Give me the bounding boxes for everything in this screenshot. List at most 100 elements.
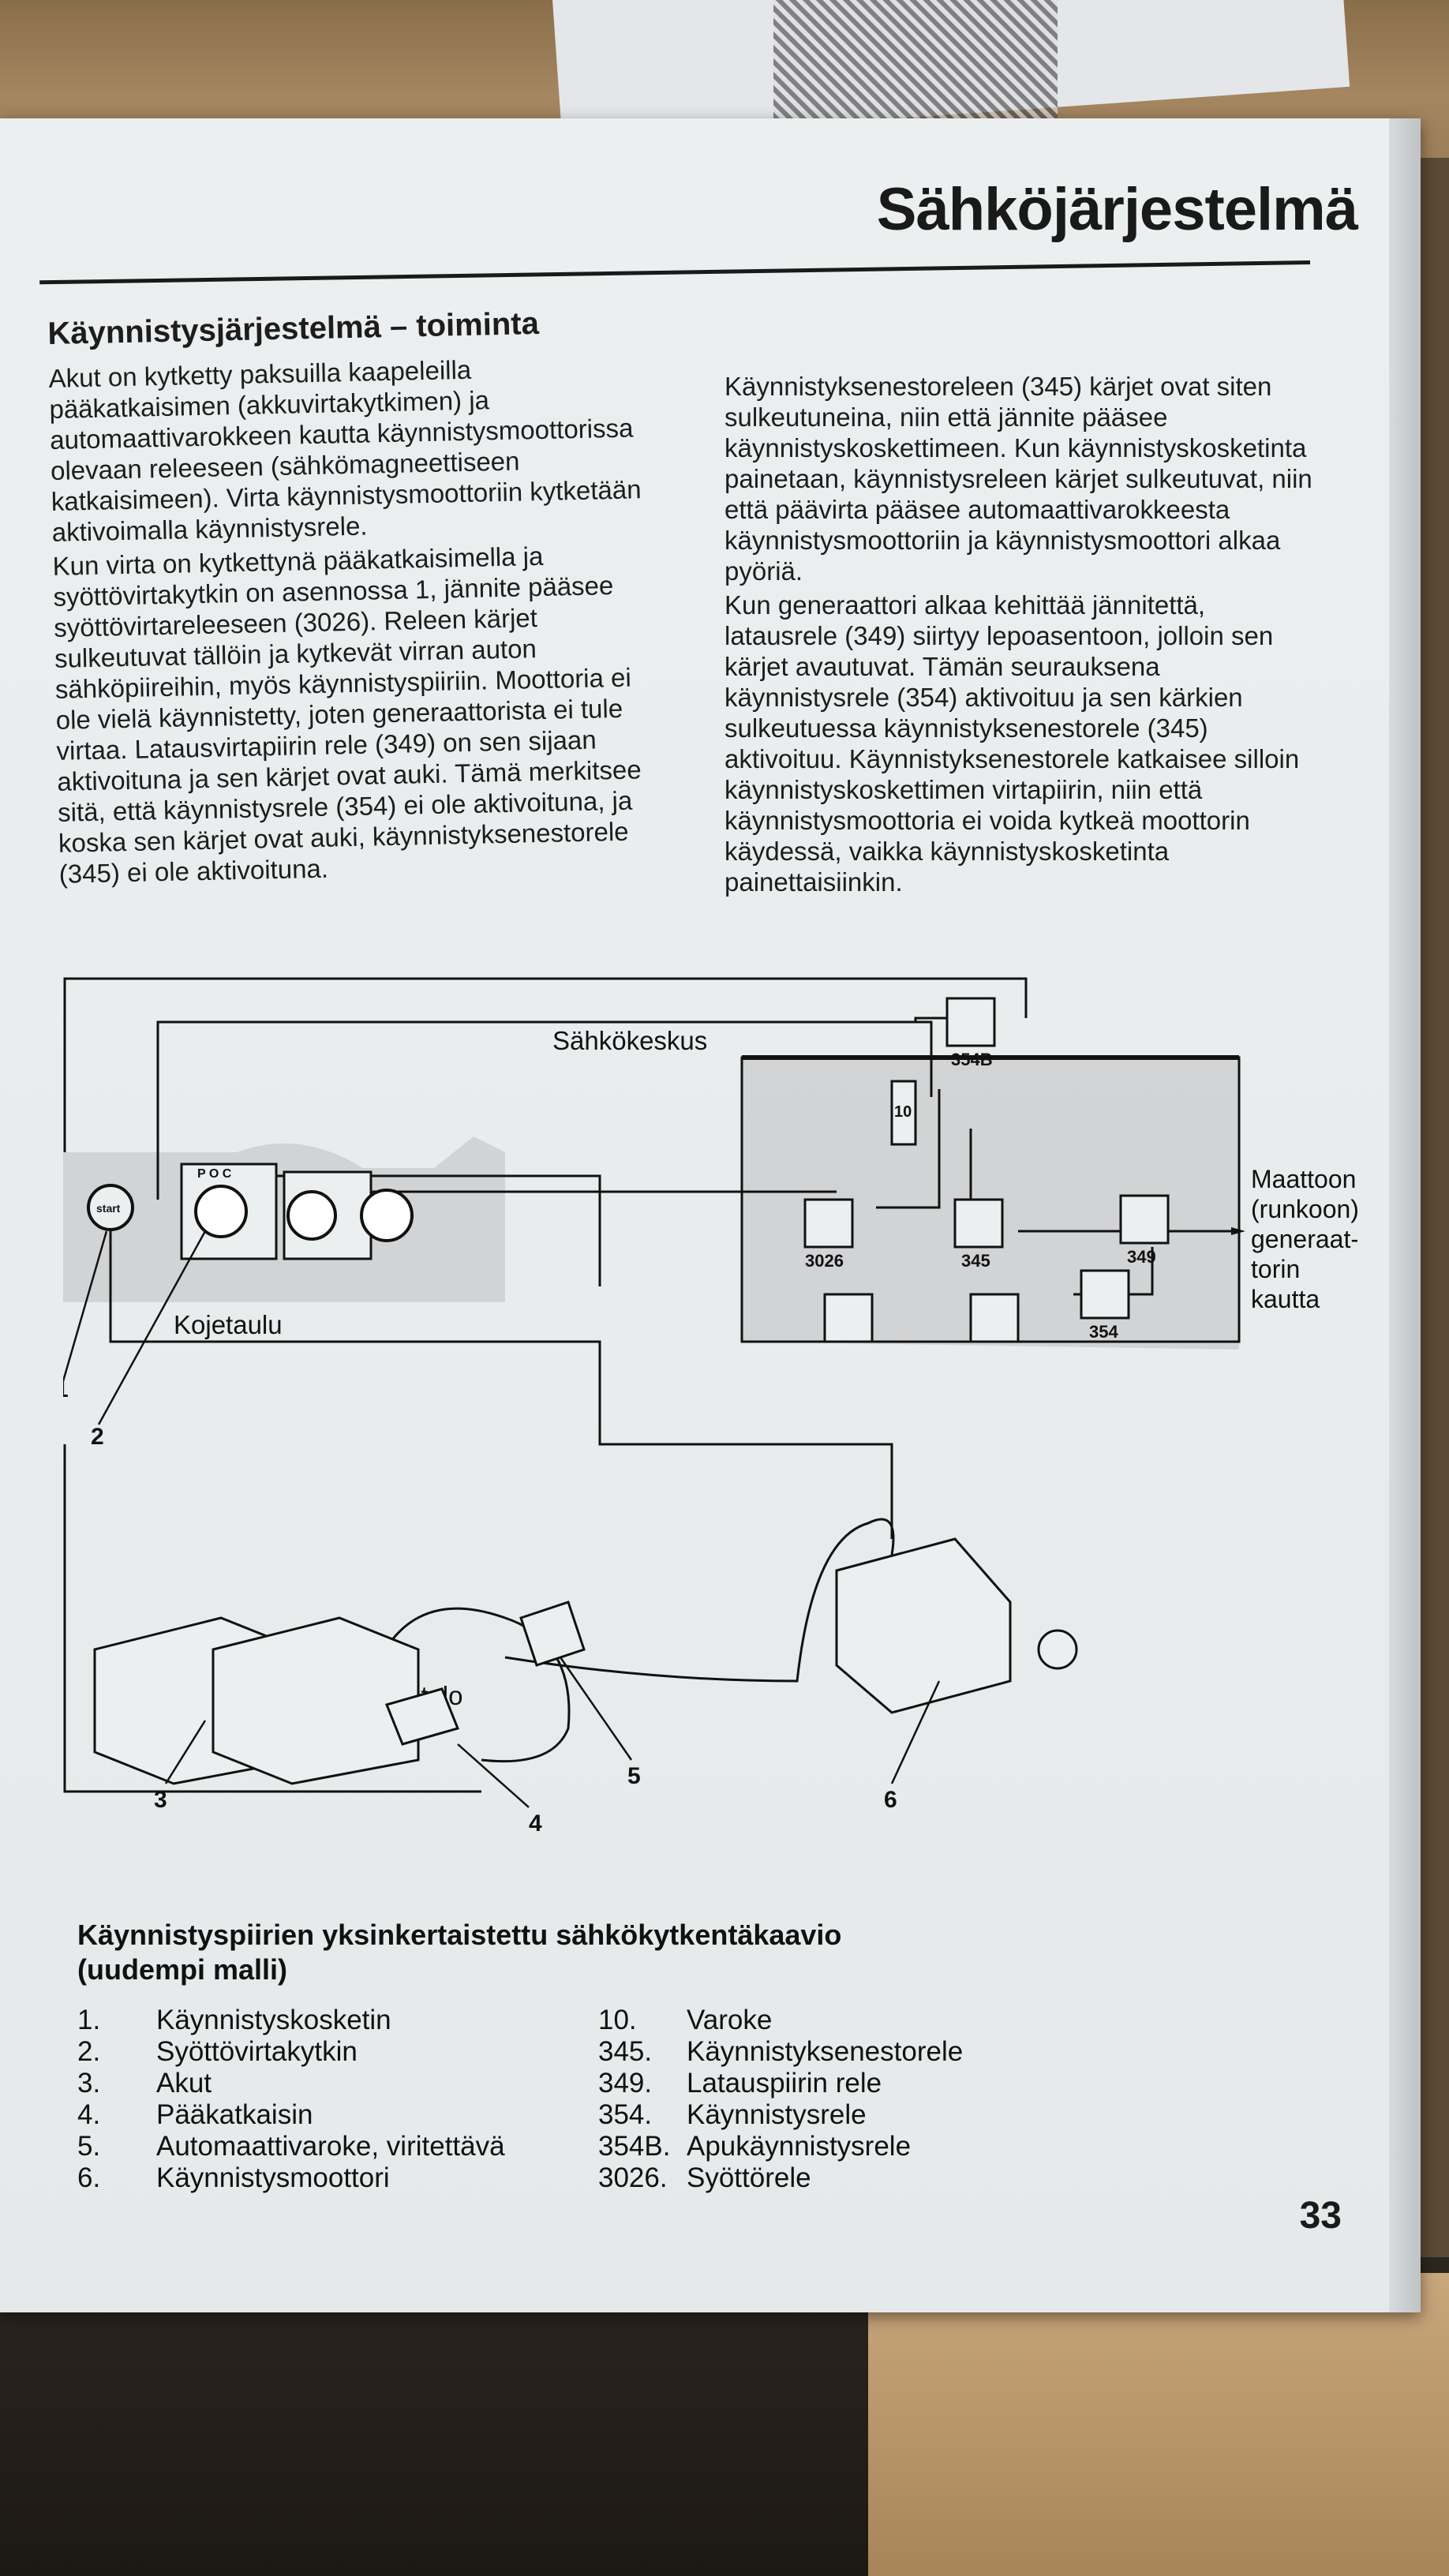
callout-1: 1 (63, 1376, 69, 1402)
wire-fuse (876, 1089, 941, 1209)
legend-item: 6. Käynnistysmoottori (77, 2162, 505, 2194)
callout-line-3 (164, 1720, 207, 1784)
legend-text: Syöttörele (687, 2162, 811, 2193)
gauge-b (360, 1189, 414, 1242)
starter-pinion (1037, 1629, 1078, 1670)
legend-item: 5.Automaattivaroke, viritettävä (77, 2131, 505, 2162)
relay-label-354b: 354B (951, 1050, 993, 1069)
page-edge (1389, 118, 1421, 2312)
legend-number: 1. (77, 2005, 101, 2035)
background-paper-pattern (773, 0, 1058, 118)
main-cable (504, 1518, 895, 1683)
legend-item: 4. Pääkatkaisin (77, 2099, 505, 2131)
legend-text: Käynnistysmoottori (156, 2162, 390, 2193)
battery-box-outline (63, 1444, 481, 1793)
legend-text: Latauspiirin rele (687, 2068, 882, 2099)
relay-label-349: 349 (1127, 1247, 1156, 1267)
book-page: Sähköjärjestelmä Käynnistysjärjestelmä –… (0, 118, 1421, 2312)
wiring-diagram: 354B 10 3026 345 349 354 start P O C Säh… (63, 977, 1357, 1837)
relay-354 (1080, 1269, 1130, 1320)
legend-left-column: 1. Käynnistyskosketin 2. Syöttövirtakytkin… (77, 2005, 505, 2194)
legend-text: Käynnistyskosketin (156, 2005, 391, 2035)
legend-item: 10. Varoke (598, 2005, 963, 2036)
start-button (87, 1184, 134, 1231)
callout-line-5 (559, 1657, 633, 1761)
ground-label-5: kautta (1251, 1285, 1320, 1313)
callout-line-1 (63, 1230, 108, 1382)
paragraph: Kun virta on kytkettynä pääkatkaisimella… (52, 541, 642, 889)
fuse-label-10: 10 (894, 1103, 912, 1121)
section-heading: Käynnistysjärjestelmä – toiminta (47, 305, 540, 351)
relay-349 (1119, 1194, 1170, 1245)
legend-number: 3026. (598, 2162, 668, 2193)
ground-arrow (1231, 1227, 1245, 1235)
wire-354b (914, 1017, 947, 1022)
connector-block-a (823, 1293, 874, 1343)
relay-3026 (803, 1198, 854, 1249)
legend-number: 6. (77, 2162, 101, 2193)
callout-line-4 (457, 1743, 530, 1808)
legend-text: Syöttövirtakytkin (156, 2036, 358, 2067)
legend-item: 349. Latauspiirin rele (598, 2068, 963, 2099)
ground-label-3: generaat- (1251, 1225, 1357, 1253)
circuit-breaker (519, 1601, 586, 1667)
legend-text: Käynnistyksenestorele (687, 2036, 964, 2067)
relay-label-354: 354 (1089, 1322, 1118, 1342)
ground-label-4: torin (1251, 1255, 1300, 1283)
legend-text: Apukäynnistysrele (687, 2131, 912, 2162)
starter-motor (835, 1537, 1012, 1714)
legend-item: 1. Käynnistyskosketin (77, 2005, 505, 2036)
legend-number: 354. (598, 2099, 653, 2130)
paragraph: Akut on kytketty paksuilla kaapeleilla p… (48, 354, 642, 547)
right-text-column: Käynnistyksenestoreleen (345) kärjet ova… (724, 371, 1324, 900)
wire-start (109, 1231, 893, 1539)
paragraph: Käynnistyksenestoreleen (345) kärjet ova… (724, 372, 1312, 586)
relay-345 (953, 1198, 1004, 1249)
wire-upper (156, 1020, 933, 1200)
caption-title: Käynnistyspiirien yksinkertaistettu sähk… (77, 1919, 842, 1951)
legend-item: 2. Syöttövirtakytkin (77, 2036, 505, 2068)
ground-label-1: Maattoon (1251, 1165, 1356, 1193)
callout-5: 5 (627, 1763, 641, 1789)
left-text-column: Käynnistysjärjestelmä – toiminta Akut on… (47, 303, 659, 893)
legend-item: 354.Käynnistysrele (598, 2099, 963, 2131)
connector-block-b (969, 1293, 1020, 1343)
callout-line-6 (890, 1680, 941, 1784)
ignition-positions: P O C (197, 1167, 232, 1181)
ignition-switch (194, 1185, 248, 1238)
wire-outer (63, 977, 1028, 1152)
relay-354b (945, 997, 996, 1047)
callout-line-2 (97, 1230, 207, 1425)
callout-2: 2 (91, 1424, 104, 1450)
ground-label-2: (runkoon) (1251, 1195, 1357, 1223)
legend-text: Akut (156, 2068, 212, 2099)
wood-surface-bottom (868, 2273, 1449, 2576)
paragraph: Kun generaattori alkaa kehittää jännitet… (724, 590, 1300, 897)
legend-text: Varoke (687, 2005, 773, 2035)
legend-item: 354B. Apukäynnistysrele (598, 2131, 963, 2162)
page-number: 33 (1299, 2195, 1342, 2237)
start-button-label: start (96, 1202, 121, 1215)
legend-number: 354B. (598, 2131, 671, 2162)
fuse-10 (890, 1080, 917, 1146)
callout-3: 3 (154, 1787, 167, 1813)
central-label: Sähkökeskus (552, 1026, 707, 1055)
legend-item: 3026. Syöttörele (598, 2162, 963, 2194)
legend-number: 4. (77, 2099, 101, 2130)
relay-label-3026: 3026 (805, 1251, 844, 1271)
legend-number: 10. (598, 2005, 637, 2035)
battery-right (212, 1616, 420, 1785)
legend-item: 345.Käynnistyksenestorele (598, 2036, 963, 2068)
dashboard-label: Kojetaulu (174, 1310, 283, 1339)
diagram-caption: Käynnistyspiirien yksinkertaistettu sähk… (77, 1918, 1103, 1987)
legend-number: 2. (77, 2036, 101, 2067)
callout-4: 4 (529, 1810, 542, 1837)
caption-subtitle: (uudempi malli) (77, 1953, 288, 1986)
relay-label-345: 345 (961, 1251, 990, 1271)
legend-number: 3. (77, 2068, 101, 2099)
header-rule (39, 260, 1311, 285)
legend-text: Pääkatkaisin (156, 2099, 313, 2130)
legend-number: 349. (598, 2068, 653, 2099)
legend-right-column: 10. Varoke 345.Käynnistyksenestorele 349.… (598, 2005, 963, 2194)
legend-text: Automaattivaroke, viritettävä (156, 2131, 505, 2162)
